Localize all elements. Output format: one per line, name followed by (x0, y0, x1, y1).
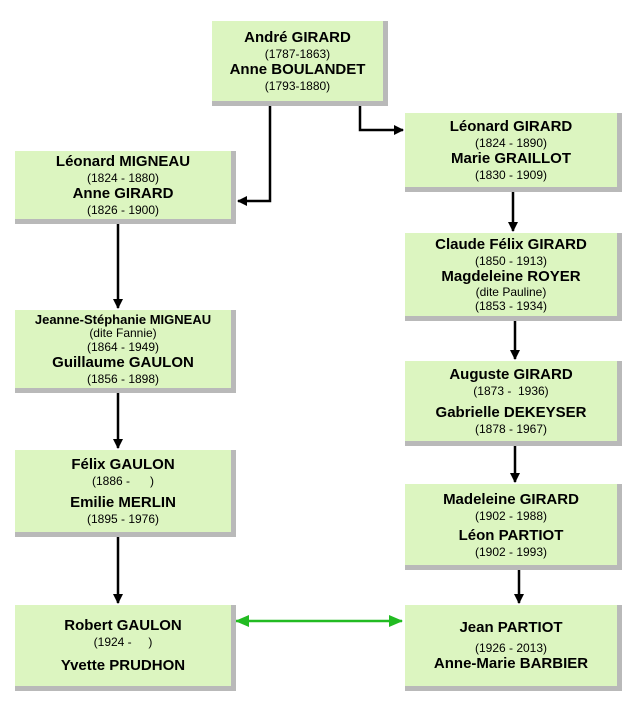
arrow-andre-to-leonard-girard (358, 106, 404, 135)
spouse-name: Magdeleine ROYER (441, 268, 581, 285)
person-name: André GIRARD (244, 29, 351, 46)
spouse-nickname: (dite Pauline) (475, 285, 547, 299)
box-jean-partiot: Jean PARTIOT (1926 - 2013) Anne-Marie BA… (405, 605, 622, 691)
spouse-dates: (1826 - 1900) (86, 203, 160, 217)
person-dates: (1864 - 1949) (86, 340, 160, 354)
person-name: Jeanne-Stéphanie MIGNEAU (34, 312, 212, 327)
spouse-name: Gabrielle DEKEYSER (435, 404, 587, 421)
box-leonard-migneau: Léonard MIGNEAU (1824 - 1880) Anne GIRAR… (15, 151, 236, 224)
person-name: Léonard GIRARD (449, 118, 573, 135)
box-felix-gaulon: Félix GAULON (1886 - ) Emilie MERLIN (18… (15, 450, 236, 537)
person-dates: (1824 - 1890) (474, 136, 548, 150)
spouse-name: Anne-Marie BARBIER (433, 654, 589, 672)
box-andre-girard: André GIRARD (1787-1863) Anne BOULANDET … (212, 21, 388, 106)
arrow-andre-to-leonard-migneau (237, 106, 272, 206)
spouse-dates: (1793-1880) (264, 79, 331, 93)
spouse-name: Emilie MERLIN (70, 494, 176, 511)
spouse-dates: (1895 - 1976) (86, 512, 160, 526)
person-name: Auguste GIRARD (449, 366, 573, 383)
spouse-name: Marie GRAILLOT (450, 150, 571, 167)
person-dates: (1924 - ) (93, 634, 153, 649)
spouse-name: Anne BOULANDET (229, 61, 366, 78)
person-name: Madeleine GIRARD (443, 490, 579, 508)
person-dates: (1873 - 1936) (473, 384, 549, 398)
box-madeleine-girard: Madeleine GIRARD (1902 - 1988) Léon PART… (405, 484, 622, 570)
spouse-name: Yvette PRUDHON (60, 656, 186, 674)
person-name: Félix GAULON (71, 456, 175, 473)
person-name: Jean PARTIOT (459, 618, 563, 636)
spouse-name: Anne GIRARD (72, 185, 174, 202)
spouse-dates: (1853 - 1934) (474, 299, 548, 313)
spouse-dates: (1856 - 1898) (86, 372, 160, 386)
spouse-name: Léon PARTIOT (458, 526, 564, 544)
box-leonard-girard: Léonard GIRARD (1824 - 1890) Marie GRAIL… (405, 113, 622, 192)
box-auguste-girard: Auguste GIRARD (1873 - 1936) Gabrielle D… (405, 361, 622, 446)
person-name: Robert GAULON (64, 616, 182, 634)
person-nickname: (dite Fannie) (89, 326, 157, 340)
box-claude-felix-girard: Claude Félix GIRARD (1850 - 1913) Magdel… (405, 233, 622, 321)
person-name: Claude Félix GIRARD (435, 236, 587, 253)
person-dates: (1850 - 1913) (474, 254, 548, 268)
spouse-dates: (1902 - 1993) (474, 544, 548, 559)
person-name: Léonard MIGNEAU (55, 153, 191, 170)
person-dates: (1787-1863) (264, 47, 331, 61)
box-jeanne-stephanie-migneau: Jeanne-Stéphanie MIGNEAU (dite Fannie) (… (15, 310, 236, 393)
spouse-dates: (1830 - 1909) (474, 168, 548, 182)
box-robert-gaulon: Robert GAULON (1924 - ) Yvette PRUDHON (15, 605, 236, 691)
person-dates: (1902 - 1988) (474, 508, 548, 523)
person-dates: (1926 - 2013) (474, 640, 548, 655)
spouse-name: Guillaume GAULON (52, 354, 194, 371)
person-dates: (1824 - 1880) (86, 171, 160, 185)
person-dates: (1886 - ) (91, 474, 155, 488)
spouse-dates: (1878 - 1967) (474, 422, 548, 436)
